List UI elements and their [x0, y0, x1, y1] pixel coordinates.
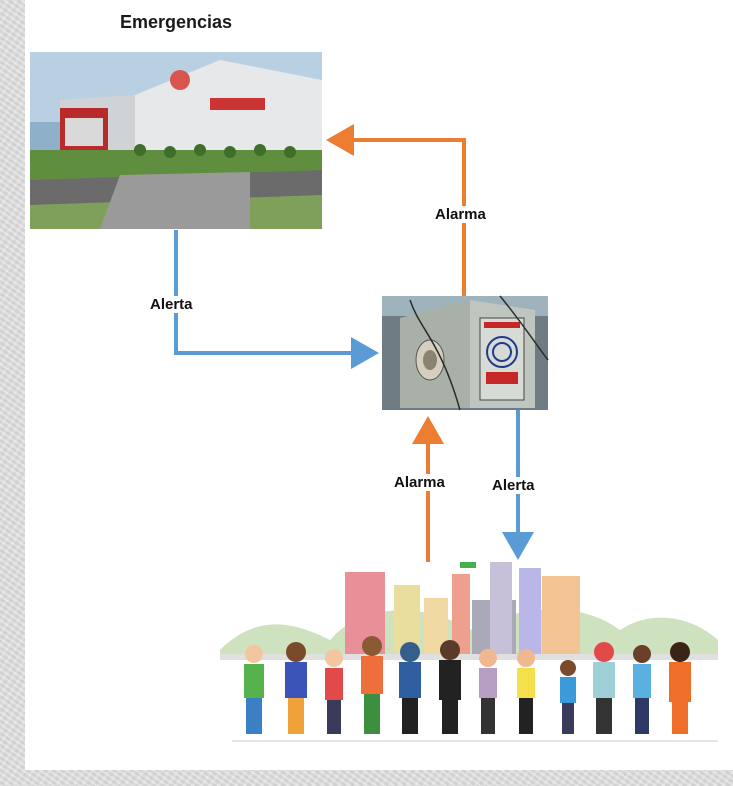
alarm-arrow-siren-to-building [326, 124, 466, 296]
alerta-label-left: Alerta [148, 296, 195, 313]
building-image [30, 52, 322, 229]
alarma-label-bottom: Alarma [392, 474, 447, 491]
community-image [220, 562, 718, 742]
alerta-label-bottom: Alerta [490, 477, 537, 494]
alarma-label-top: Alarma [433, 206, 488, 223]
page-title: Emergencias [120, 12, 233, 32]
alert-arrow-building-to-siren [174, 230, 379, 369]
siren-image [382, 295, 549, 411]
